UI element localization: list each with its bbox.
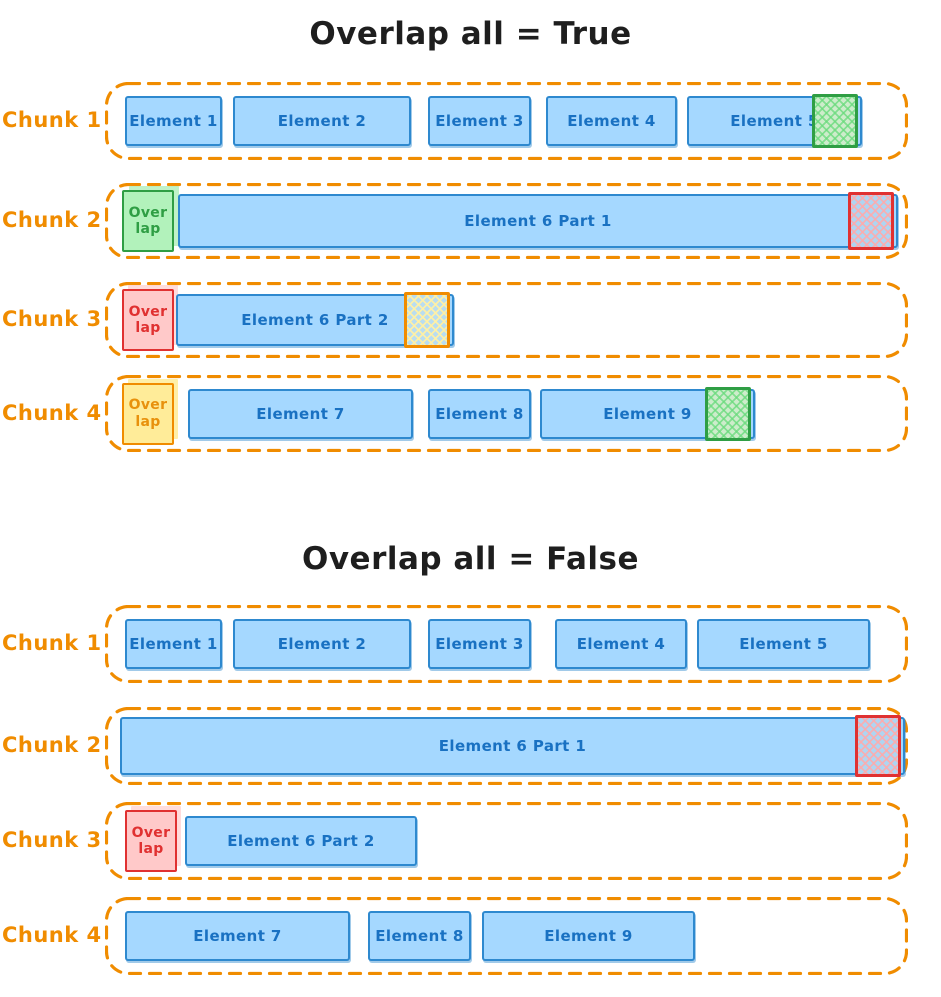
chunk-container: Element 6 Part 1 (105, 707, 908, 785)
element-box: Element 9 (540, 386, 755, 441)
element-box: Element 3 (428, 96, 531, 146)
chunk-label: Chunk 1 (2, 108, 102, 132)
element-label: Element 6 Part 1 (438, 737, 587, 755)
chunk-dashed-outline (105, 802, 908, 880)
overlap-hatch-green (812, 94, 858, 148)
element-label: Element 6 Part 1 (464, 212, 612, 230)
element-box: Element 8 (428, 388, 531, 439)
overlap-label-line: lap (135, 320, 161, 336)
element-box: Element 5 (687, 94, 862, 148)
element-label: Element 5 (730, 112, 819, 130)
chunk-label: Chunk 3 (2, 828, 102, 852)
overlap-hatch-yellow (404, 292, 450, 348)
overlap-label-line: lap (135, 221, 161, 237)
element-label: Element 9 (544, 927, 633, 945)
element-box: Element 6 Part 2 (176, 292, 454, 348)
element-box: Element 8 (368, 911, 471, 961)
overlap-hatch-red (855, 715, 901, 777)
chunk-dashed-outline (105, 82, 908, 160)
element-label: Element 8 (435, 404, 524, 423)
section-title-overlap-true: Overlap all = True (309, 16, 632, 52)
element-label: Element 2 (277, 112, 367, 130)
element-box: Element 4 (555, 619, 687, 669)
element-box: Element 6 Part 1 (178, 192, 898, 250)
element-box: Element 3 (428, 619, 531, 669)
element-label: Element 3 (435, 112, 524, 130)
chunk-container: Element 7 Element 8 Element 9 (105, 897, 908, 975)
element-label: Element 4 (567, 112, 656, 130)
element-box: Element 7 (188, 388, 413, 439)
chunk-label: Chunk 2 (2, 208, 102, 232)
overlap-label-line: Over (128, 397, 168, 414)
chunk-container: Element 1 Element 2 Element 3 Element 4 Elem… (105, 82, 908, 160)
element-box: Element 7 (125, 911, 350, 961)
element-box: Element 1 (125, 96, 222, 146)
overlap-label-line: Over (128, 204, 168, 221)
element-box: Element 2 (233, 619, 411, 669)
overlap-label-line: Over (128, 303, 168, 320)
element-box: Element 1 (125, 619, 222, 669)
chunk-container: Element 1 Element 2 Element 3 Element 4 Elem… (105, 605, 908, 683)
element-label: Element 7 (193, 927, 282, 945)
chunk-dashed-outline (105, 605, 908, 683)
element-label: Element 4 (576, 635, 666, 653)
element-box: Element 6 Part 1 (120, 715, 905, 777)
chunk-label: Chunk 4 (2, 400, 102, 425)
chunk-dashed-outline (105, 183, 908, 259)
overlap-label-line: lap (138, 841, 164, 857)
element-label: Element 6 Part 2 (227, 832, 375, 850)
element-box: Element 9 (482, 911, 695, 961)
overlap-hatch-red (848, 192, 894, 250)
overlap-hatch-green (705, 386, 751, 441)
chunk-dashed-outline (105, 282, 908, 358)
element-label: Element 9 (603, 404, 692, 423)
chunk-label: Chunk 3 (2, 307, 102, 331)
element-label: Element 2 (277, 635, 367, 653)
element-label: Element 7 (256, 404, 345, 423)
section-title-overlap-false: Overlap all = False (301, 541, 639, 577)
chunk-dashed-outline (105, 897, 908, 975)
element-label: Element 1 (129, 112, 218, 130)
element-label: Element 1 (129, 635, 218, 653)
overlap-label-line: lap (135, 413, 161, 430)
element-box: Element 4 (546, 96, 677, 146)
chunk-dashed-outline (105, 707, 908, 785)
element-box: Element 6 Part 2 (185, 816, 417, 866)
element-box: Element 5 (697, 619, 870, 669)
overlap-label-line: Over (131, 824, 171, 841)
element-label: Element 8 (375, 927, 464, 945)
element-label: Element 5 (739, 635, 828, 653)
chunk-label: Chunk 4 (2, 923, 102, 947)
chunk-dashed-outline (105, 375, 908, 452)
chunk-label: Chunk 1 (2, 631, 102, 655)
element-label: Element 3 (435, 635, 524, 653)
chunk-label: Chunk 2 (2, 733, 102, 757)
element-label: Element 6 Part 2 (241, 311, 389, 329)
element-box: Element 2 (233, 96, 411, 146)
